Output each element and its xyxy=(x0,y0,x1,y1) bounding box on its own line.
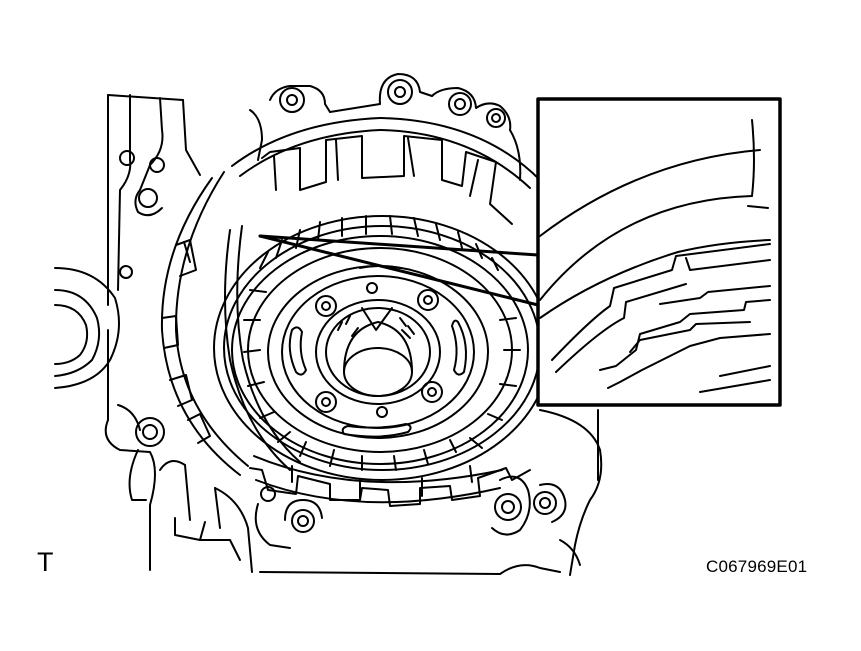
housing-flange xyxy=(160,117,541,476)
view-marker-label: T xyxy=(37,547,54,577)
figure-code-label: C067969E01 xyxy=(706,557,808,576)
clutch-drum-outer xyxy=(224,135,531,507)
transmission-case xyxy=(54,73,603,576)
clutch-plates xyxy=(213,215,551,481)
clutch-hub xyxy=(315,282,443,418)
callout-leader xyxy=(258,234,540,307)
detail-inset xyxy=(536,97,782,407)
